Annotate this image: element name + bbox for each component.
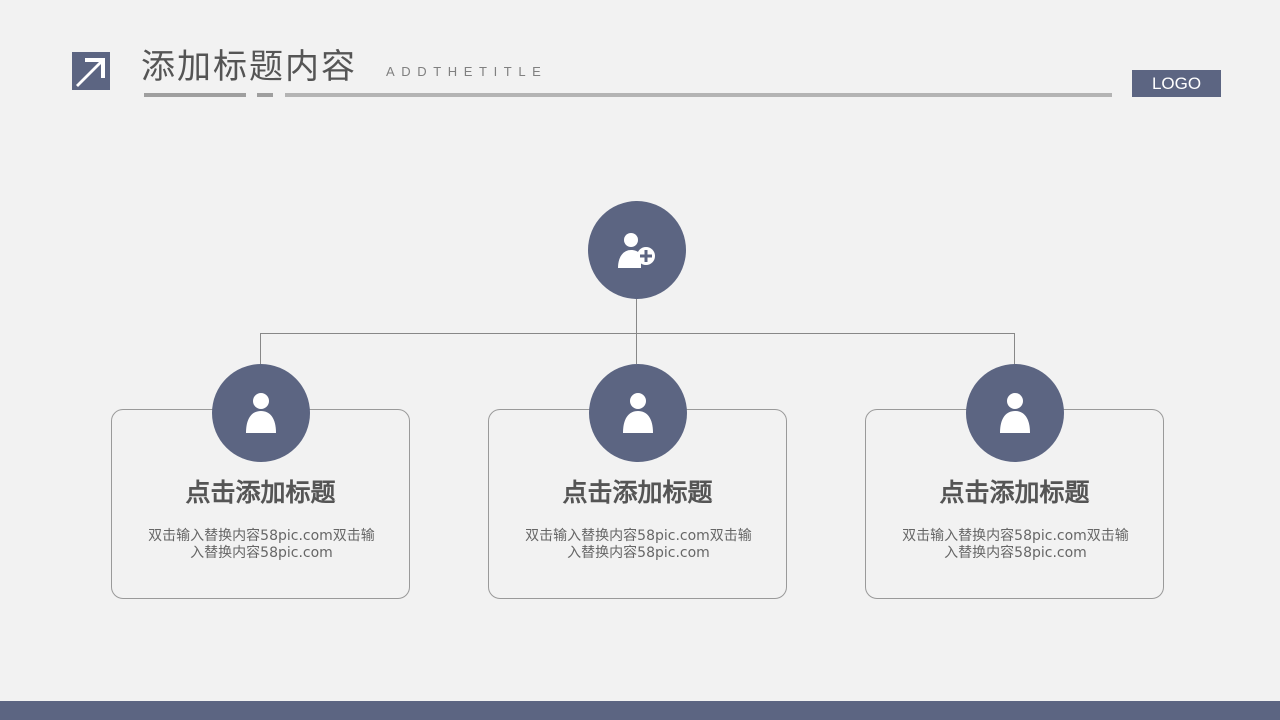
card-description-line: 入替换内容58pic.com	[944, 545, 1087, 561]
add-user-icon	[618, 233, 655, 268]
user-icon	[623, 393, 653, 433]
card-description-line: 双击输入替换内容58pic.com双击输	[902, 528, 1129, 544]
card-title[interactable]: 点击添加标题	[939, 478, 1090, 507]
logo-badge: LOGO	[1132, 70, 1221, 97]
arrow-up-right-icon	[72, 52, 110, 90]
card-description[interactable]: 双击输入替换内容58pic.com双击输 入替换内容58pic.com	[519, 528, 758, 562]
title-underline-dash	[257, 93, 273, 97]
footer-bar	[0, 701, 1280, 720]
header-divider	[285, 93, 1112, 97]
title-underline	[144, 93, 246, 97]
page-subtitle: ADDTHETITLE	[386, 64, 548, 79]
user-icon	[246, 393, 276, 433]
card-title[interactable]: 点击添加标题	[185, 478, 336, 507]
org-child-node[interactable]	[212, 364, 310, 462]
org-card[interactable]: 点击添加标题 双击输入替换内容58pic.com双击输 入替换内容58pic.c…	[111, 409, 410, 599]
card-title[interactable]: 点击添加标题	[562, 478, 713, 507]
card-description-line: 双击输入替换内容58pic.com双击输	[148, 528, 375, 544]
org-root-node[interactable]	[588, 201, 686, 299]
card-description-line: 入替换内容58pic.com	[567, 545, 710, 561]
org-child-node[interactable]	[966, 364, 1064, 462]
user-icon	[1000, 393, 1030, 433]
org-child-node[interactable]	[589, 364, 687, 462]
card-description-line: 入替换内容58pic.com	[190, 545, 333, 561]
card-description-line: 双击输入替换内容58pic.com双击输	[525, 528, 752, 544]
card-description[interactable]: 双击输入替换内容58pic.com双击输 入替换内容58pic.com	[896, 528, 1135, 562]
org-card[interactable]: 点击添加标题 双击输入替换内容58pic.com双击输 入替换内容58pic.c…	[488, 409, 787, 599]
card-description[interactable]: 双击输入替换内容58pic.com双击输 入替换内容58pic.com	[142, 528, 381, 562]
page-title: 添加标题内容	[141, 47, 357, 87]
